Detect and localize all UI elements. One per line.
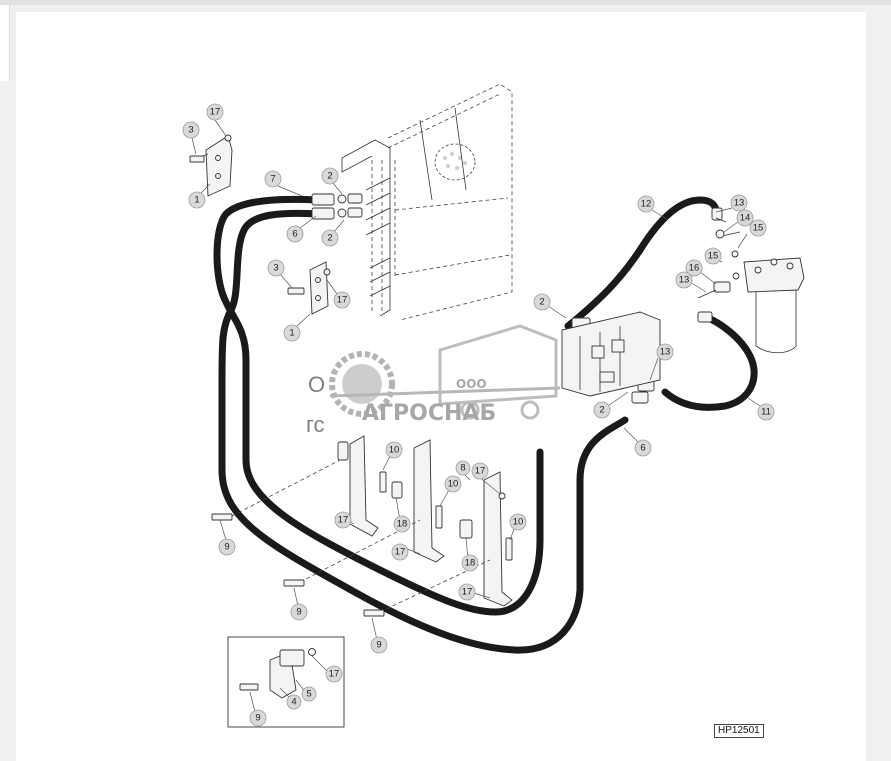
watermark-prefix: ООО	[456, 377, 487, 391]
callout-13: 13	[675, 271, 693, 289]
watermark-brand: АГРОСНАБ	[362, 401, 496, 426]
svg-text:17: 17	[395, 547, 406, 558]
svg-text:17: 17	[337, 295, 348, 306]
callout-17: 17	[391, 543, 409, 561]
callout-13: 13	[730, 194, 748, 212]
callout-16: 16	[685, 259, 703, 277]
hose-7	[213, 195, 544, 616]
clamp-bracket-mid	[287, 261, 331, 315]
callout-12: 12	[637, 195, 655, 213]
svg-text:17: 17	[338, 515, 349, 526]
callout-15: 15	[704, 247, 722, 265]
svg-text:17: 17	[462, 587, 473, 598]
callout-18: 18	[461, 554, 479, 572]
watermark-partial-1: О	[308, 372, 325, 397]
callout-2: 2	[321, 167, 339, 185]
svg-text:13: 13	[660, 347, 671, 358]
callout-9: 9	[218, 538, 236, 556]
callout-6: 6	[634, 439, 652, 457]
callout-17: 17	[471, 462, 489, 480]
svg-text:1: 1	[289, 328, 294, 339]
callout-3: 3	[182, 121, 200, 139]
svg-text:17: 17	[210, 107, 221, 118]
callout-17: 17	[206, 103, 224, 121]
callout-18: 18	[393, 515, 411, 533]
callout-4: 4	[286, 694, 302, 710]
svg-text:18: 18	[465, 558, 476, 569]
svg-text:15: 15	[753, 223, 764, 234]
svg-text:13: 13	[734, 198, 745, 209]
svg-text:12: 12	[641, 199, 652, 210]
svg-text:6: 6	[292, 229, 297, 240]
svg-text:2: 2	[539, 297, 544, 308]
callout-17: 17	[334, 511, 352, 529]
svg-text:13: 13	[679, 275, 690, 286]
figure-reference-code: HP12501	[714, 724, 764, 738]
svg-text:9: 9	[296, 607, 301, 618]
callout-11: 11	[757, 403, 775, 421]
callout-7: 7	[264, 170, 282, 188]
hose-11	[661, 314, 758, 411]
svg-text:10: 10	[448, 479, 459, 490]
callout-14: 14	[736, 209, 754, 227]
support-brackets	[211, 435, 513, 617]
callout-5: 5	[301, 686, 317, 702]
callouts: 17 3 1 7 6 2 2 3 17 1 12 13 14 15 15 16 …	[182, 103, 775, 727]
callout-10: 10	[444, 475, 462, 493]
callout-1: 1	[283, 324, 301, 342]
callout-1: 1	[188, 191, 206, 209]
svg-text:11: 11	[761, 407, 771, 418]
callout-17: 17	[458, 583, 476, 601]
svg-text:8: 8	[460, 463, 465, 474]
svg-text:10: 10	[389, 445, 400, 456]
callout-2: 2	[593, 401, 611, 419]
callout-10: 10	[509, 513, 527, 531]
callout-8: 8	[455, 460, 471, 476]
svg-text:17: 17	[329, 669, 340, 680]
svg-text:17: 17	[475, 466, 486, 477]
watermark: ООО АГРОСНАБ О гс	[306, 324, 561, 437]
watermark-partial-2: гс	[306, 412, 325, 437]
callout-3: 3	[267, 259, 285, 277]
svg-text:14: 14	[740, 213, 751, 224]
callout-10: 10	[385, 441, 403, 459]
filter-assembly	[697, 217, 805, 354]
inset-detail	[227, 636, 345, 728]
svg-text:5: 5	[306, 689, 311, 700]
svg-text:6: 6	[640, 443, 645, 454]
callout-15: 15	[749, 219, 767, 237]
callout-17: 17	[325, 665, 343, 683]
callout-9: 9	[290, 603, 308, 621]
top-bar	[0, 0, 891, 5]
hose-12	[564, 196, 720, 330]
hose-6	[218, 209, 629, 654]
callout-17: 17	[333, 291, 351, 309]
svg-text:7: 7	[270, 174, 275, 185]
svg-text:15: 15	[708, 251, 719, 262]
svg-text:3: 3	[273, 263, 278, 274]
callout-2: 2	[321, 229, 339, 247]
svg-text:2: 2	[599, 405, 604, 416]
clamp-bracket-top	[189, 134, 233, 197]
svg-text:1: 1	[194, 195, 199, 206]
svg-text:9: 9	[255, 713, 260, 724]
cooler-assembly	[341, 83, 513, 321]
valve-block	[561, 311, 661, 397]
svg-text:16: 16	[689, 263, 700, 274]
svg-text:2: 2	[327, 171, 332, 182]
svg-text:4: 4	[291, 697, 296, 708]
callout-9: 9	[249, 709, 267, 727]
callout-6: 6	[286, 225, 304, 243]
callout-9: 9	[370, 636, 388, 654]
svg-text:10: 10	[513, 517, 524, 528]
svg-text:9: 9	[376, 640, 381, 651]
svg-text:9: 9	[224, 542, 229, 553]
svg-text:3: 3	[188, 125, 193, 136]
callout-2: 2	[533, 293, 551, 311]
callout-13: 13	[656, 343, 674, 361]
left-edge-strip	[0, 5, 10, 81]
svg-text:18: 18	[397, 519, 408, 530]
svg-text:2: 2	[327, 233, 332, 244]
